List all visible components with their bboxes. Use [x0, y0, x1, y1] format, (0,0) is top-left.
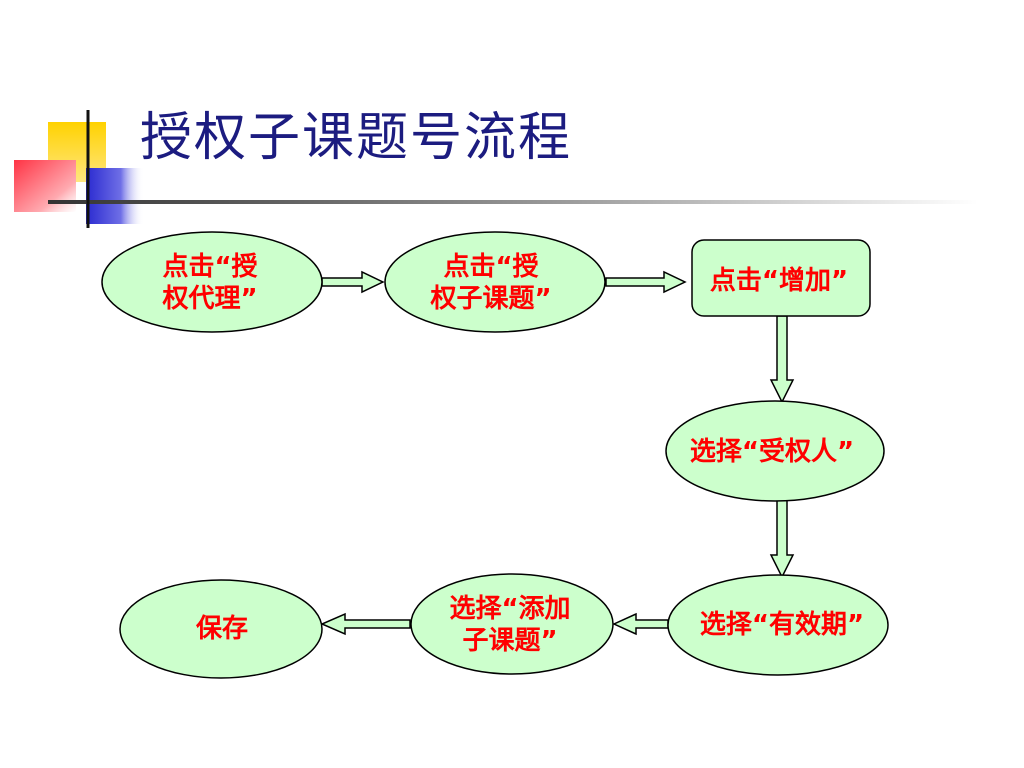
title-divider	[48, 200, 978, 204]
node-select-validity-label: 选择“有效期”	[699, 609, 865, 640]
node-select-grantee-shape	[665, 400, 885, 502]
node-click-auth-subtopic-shape	[384, 231, 606, 333]
node-select-add-subtopic-label: 选择“添加 子课题”	[449, 593, 571, 657]
node-click-add-shape	[691, 239, 871, 317]
node-save-label: 保存	[195, 613, 248, 644]
arrow-right	[605, 270, 687, 294]
arrow-down	[769, 315, 795, 404]
page-title: 授权子课题号流程	[140, 108, 573, 168]
arrow-left	[612, 612, 669, 636]
arrow-left	[320, 612, 411, 636]
node-select-validity-shape	[667, 574, 889, 676]
node-select-add-subtopic-shape	[410, 573, 614, 675]
node-click-auth-subtopic-label: 点击“授 权子课题”	[430, 251, 552, 315]
arrow-down	[769, 499, 795, 579]
arrow-right	[321, 270, 385, 294]
deco-blue-square	[86, 168, 144, 224]
node-select-grantee-label: 选择“受权人”	[689, 436, 855, 467]
node-click-add-label: 点击“增加”	[709, 265, 849, 296]
node-click-auth-agent-label: 点击“授 权代理”	[162, 251, 258, 315]
node-click-auth-agent-shape	[101, 231, 323, 333]
node-save-shape	[119, 579, 323, 679]
